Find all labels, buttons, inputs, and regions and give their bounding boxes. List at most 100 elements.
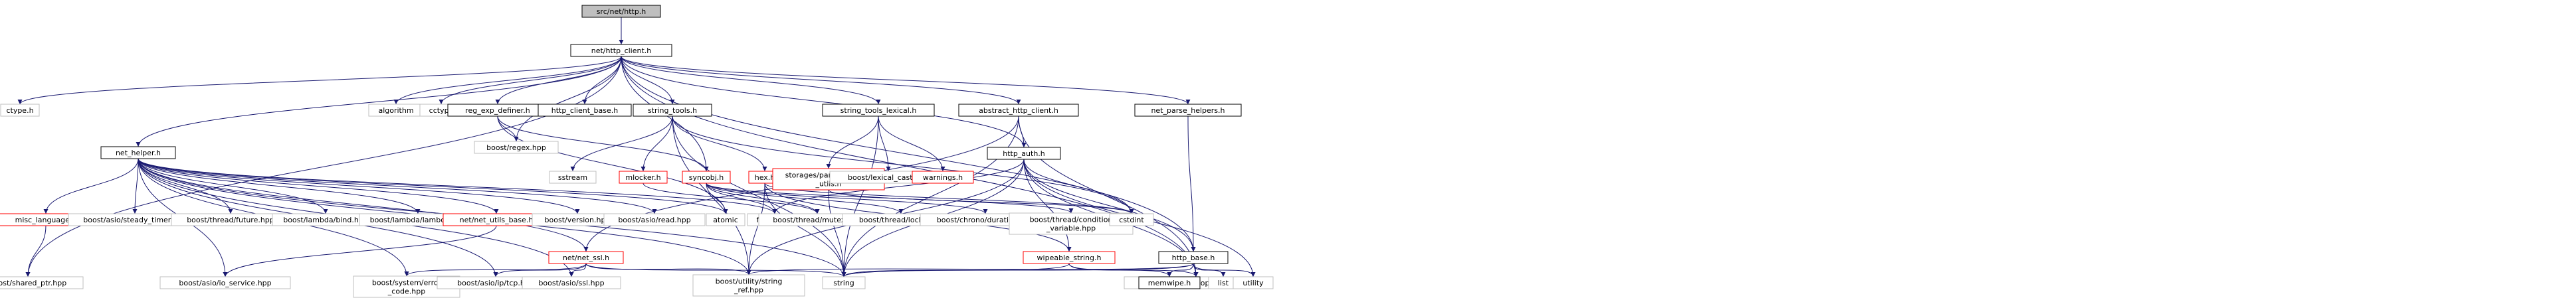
node-label: memwipe.h [1148,279,1191,287]
node-http-auth[interactable]: http_auth.h [987,147,1061,160]
node-label: boost/asio/ip/tcp.hpp [457,279,534,287]
edge-reg_exp-to-atomic [497,115,728,214]
node-box [538,104,632,117]
edge-string_tools_lexical-to-lexical_cast [878,115,891,172]
node-label: net/net_ssl.h [563,254,609,262]
edge-string_tools_lexical-to-storages [826,115,879,169]
node-label: syncobj.h [689,173,724,182]
edge-http_auth-to-cstdint [1023,159,1134,214]
node-http-client[interactable]: net/http_client.h [570,44,672,57]
node-net-helper[interactable]: net_helper.h [100,146,176,159]
edge-hex-to-string [764,183,846,277]
edge-http_client-to-ctype_h [17,56,622,105]
edge-net_ssl-to-ip_tcp [493,263,587,277]
node-label: net_helper.h [116,149,161,157]
node-ctype-h: ctype.h [0,104,40,117]
node-label: string [833,279,854,287]
edge-string_tools-to-sstream [570,115,673,172]
node-box [581,5,661,18]
node-label: reg_exp_definer.h [465,106,530,115]
node-string-tools-lexical[interactable]: string_tools_lexical.h [822,104,935,117]
node-label: boost/lambda/lambda.hpp [370,216,466,224]
edge-net_helper-to-thread_future [138,158,233,214]
node-string-ref: boost/utility/string_ref.hpp [692,274,805,297]
node-box [159,276,291,289]
node-warnings: warnings.h [912,171,974,184]
node-mlocker: mlocker.h [619,171,668,184]
edge-mlocker-to-thread_mutex [643,183,820,214]
edge-http_client-to-optional [621,56,1199,277]
edge-http_base-to-string_ref [746,263,1194,275]
node-label: string_tools.h [648,106,697,115]
node-label: list [1218,279,1229,287]
node-box [1158,251,1229,264]
edge-syncobj-to-functional [706,183,777,214]
edge-http_base-to-utility [1193,263,1256,277]
edge-http_client-to-net_helper [136,56,622,147]
edge-net_helper-to-steady_timer [132,158,139,214]
node-box [549,171,597,184]
edge-http_client-to-algorithm [393,56,622,105]
node-box [474,141,559,154]
node-label: mlocker.h [625,173,660,182]
edge-syncobj-to-thread_locks [706,183,904,214]
node-label: net_parse_helpers.h [1151,106,1225,115]
edge-http_base-to-memwipe [1167,263,1194,277]
edge-http_base-to-string [841,263,1194,277]
node-box [570,44,672,57]
node-box [912,171,974,184]
node-utility: utility [1233,276,1274,289]
node-algorithm: algorithm [368,104,424,117]
node-box [706,213,745,226]
node-io-service: boost/asio/io_service.hpp [159,276,291,289]
edge-wipeable_string-to-memwipe [1068,263,1172,277]
node-root[interactable]: src/net/http.h [581,5,661,18]
node-lambda-bind: boost/lambda/bind.hpp [272,213,379,226]
edge-http_auth-to-functional [772,159,1025,214]
edge-net_utils_base-to-io_service [223,225,497,277]
node-label: http_base.h [1172,254,1215,262]
node-http-client-base[interactable]: http_client_base.h [538,104,632,117]
node-http-base[interactable]: http_base.h [1158,251,1229,264]
node-reg-exp[interactable]: reg_exp_definer.h [447,104,548,117]
edge-string_tools-to-hex [672,115,767,172]
node-box [633,104,712,117]
node-net-parse-helpers[interactable]: net_parse_helpers.h [1134,104,1242,117]
node-label: atomic [713,216,738,224]
node-box [692,274,805,297]
edge-string_tools_lexical-to-warnings [878,115,945,172]
node-abstract-http-client[interactable]: abstract_http_client.h [958,104,1079,117]
edge-misc_language-to-shared_ptr [25,225,47,277]
node-label: algorithm [378,106,413,115]
node-label: http_auth.h [1003,149,1045,158]
edge-net_helper-to-net_utils_base [138,158,499,214]
node-label: string_tools_lexical.h [841,106,917,115]
node-label: boost/utility/string_ref.hpp [716,277,783,295]
dependency-nodes: src/net/http.h net/http_client.h ctype.h al… [0,5,1274,298]
node-atomic: atomic [706,213,745,226]
edge-abstract_http_client-to-string [841,115,1019,277]
node-label: boost/shared_ptr.hpp [0,279,66,287]
node-string-tools[interactable]: string_tools.h [633,104,712,117]
node-label: src/net/http.h [597,7,646,16]
node-label: boost/thread/condition_variable.hpp [1030,216,1113,233]
node-box [822,104,935,117]
node-label: boost/asio/io_service.hpp [179,279,271,287]
node-label: net/net_utils_base.h [460,216,534,224]
edge-http_client-to-http_auth [621,56,1027,148]
node-memwipe[interactable]: memwipe.h [1138,276,1201,289]
edge-reg_exp-to-boost_regex [497,115,519,142]
edge-abstract_http_client-to-optional [1018,115,1199,277]
edge-reg_exp-to-syncobj [497,115,709,172]
node-wipeable-string: wipeable_string.h [1023,251,1116,264]
node-label: net/http_client.h [591,46,652,55]
edge-net_helper-to-asio_read [138,158,657,214]
node-sstream: sstream [549,171,597,184]
edge-net_helper-to-atomic [138,158,728,214]
node-box [619,171,668,184]
node-box [100,146,176,159]
node-label: boost/system/error_code.hpp [372,279,442,296]
node-label: cstdint [1119,216,1144,224]
edge-string_tools-to-mlocker [641,115,673,172]
edge-http_client-to-cctype [439,56,622,105]
